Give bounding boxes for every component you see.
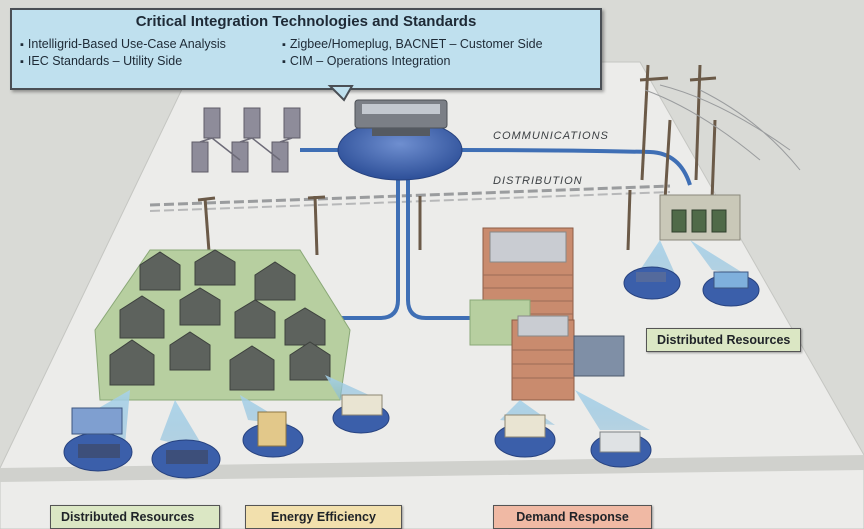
server-wiring — [199, 137, 293, 161]
callout-bullet: Intelligrid-Based Use-Case Analysis — [20, 36, 226, 53]
energy-efficiency-badge: Energy Efficiency — [245, 505, 402, 529]
integration-standards-callout: Critical Integration Technologies and St… — [10, 8, 602, 90]
branch-commercial — [406, 178, 482, 320]
distribution-label: DISTRIBUTION — [493, 175, 583, 187]
branch-residential — [335, 178, 400, 320]
substation-transformers — [671, 209, 727, 233]
transmission-wires — [644, 84, 801, 171]
callout-bullet: CIM – Operations Integration — [282, 53, 543, 70]
server-cluster — [191, 107, 301, 173]
callout-title: Critical Integration Technologies and St… — [135, 13, 477, 30]
control-room-screens — [362, 104, 440, 114]
distributed-resources-badge-left: Distributed Resources — [50, 505, 220, 529]
platform-edge — [0, 455, 864, 482]
houses — [109, 249, 331, 391]
communications-line — [459, 148, 692, 186]
device-icons — [71, 271, 749, 464]
office-annex — [511, 315, 625, 401]
callout-bullet: IEC Standards – Utility Side — [20, 53, 226, 70]
utility-poles — [197, 189, 632, 266]
ground-platform — [0, 61, 864, 529]
callout-bullet: Zigbee/Homeplug, BACNET – Customer Side — [282, 36, 543, 53]
demand-response-badge: Demand Response — [493, 505, 652, 529]
transmission-towers — [639, 64, 717, 201]
communications-label: COMMUNICATIONS — [493, 130, 609, 142]
callout-column-left: Intelligrid-Based Use-Case Analysis IEC … — [20, 36, 226, 70]
control-room-desk — [372, 128, 430, 136]
distributed-resources-badge-right: Distributed Resources — [646, 328, 802, 352]
callout-column-right: Zigbee/Homeplug, BACNET – Customer Side … — [282, 36, 543, 70]
